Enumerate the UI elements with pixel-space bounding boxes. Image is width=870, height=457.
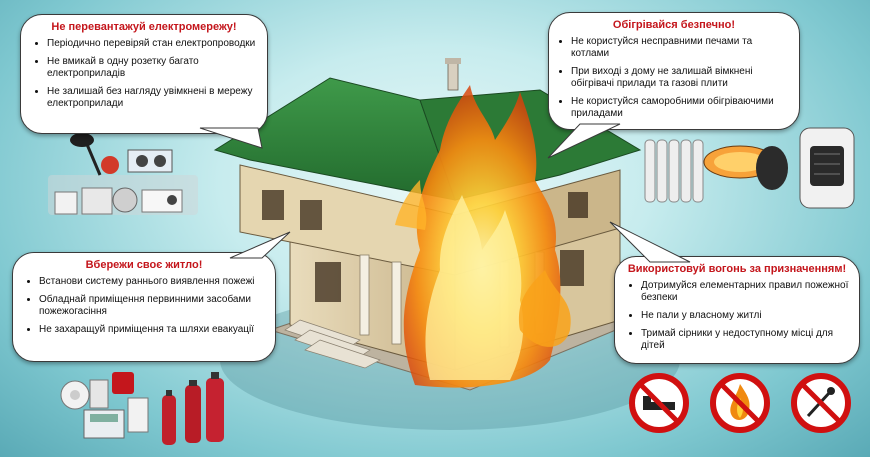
prohibition-signs xyxy=(629,373,851,433)
bubble-home-title: Вбережи своє житло! xyxy=(85,259,203,271)
no-smoking-in-bed-icon xyxy=(629,373,689,433)
list-item: При виході з дому не залишай вімкнені об… xyxy=(571,66,789,90)
list-item: Не вмикай в одну розетку багато електроп… xyxy=(47,56,257,80)
list-item: Дотримуйся елементарних правил пожежної … xyxy=(641,280,849,304)
list-item: Тримай сірники у недоступному місці для … xyxy=(641,328,849,352)
electrical-appliances-icon xyxy=(48,133,198,215)
list-item: Встанови систему раннього виявлення поже… xyxy=(39,276,265,288)
bubble-home: Вбережи своє житло! Встанови систему ран… xyxy=(12,252,276,362)
bubble-fire-list: Дотримуйся елементарних правил пожежної … xyxy=(615,280,859,352)
list-item: Не залишай без нагляду увімкнені в мереж… xyxy=(47,86,257,110)
list-item: Періодично перевіряй стан електропроводк… xyxy=(47,38,257,50)
bubble-overload: Не перевантажуй електромережу! Періодичн… xyxy=(20,14,268,134)
list-item: Не користуйся саморобними обігріваючими … xyxy=(571,96,789,120)
list-item: Не захаращуй приміщення та шляхи евакуац… xyxy=(39,324,265,336)
bubble-fire: Використовуй вогонь за призначенням! Дот… xyxy=(614,256,860,364)
list-item: Не пали у власному житлі xyxy=(641,310,849,322)
list-item: Не користуйся несправними печами та котл… xyxy=(571,36,789,60)
bubble-home-list: Встанови систему раннього виявлення поже… xyxy=(13,276,275,336)
bubble-fire-title: Використовуй вогонь за призначенням! xyxy=(627,263,847,275)
bubble-heating-list: Не користуйся несправними печами та котл… xyxy=(549,36,799,120)
list-item: Обладнай приміщення первинними засобами … xyxy=(39,294,265,318)
heaters-icon xyxy=(644,127,855,209)
bubble-heating-title: Обігрівайся безпечно! xyxy=(612,19,736,31)
bubble-overload-list: Періодично перевіряй стан електропроводк… xyxy=(21,38,267,110)
no-open-fire-icon xyxy=(710,373,770,433)
bubble-heating: Обігрівайся безпечно! Не користуйся несп… xyxy=(548,12,800,130)
no-matches-icon xyxy=(791,373,851,433)
fire-flames xyxy=(395,85,571,388)
bubble-overload-title: Не перевантажуй електромережу! xyxy=(51,21,237,33)
fire-safety-equipment-icon xyxy=(60,372,224,445)
